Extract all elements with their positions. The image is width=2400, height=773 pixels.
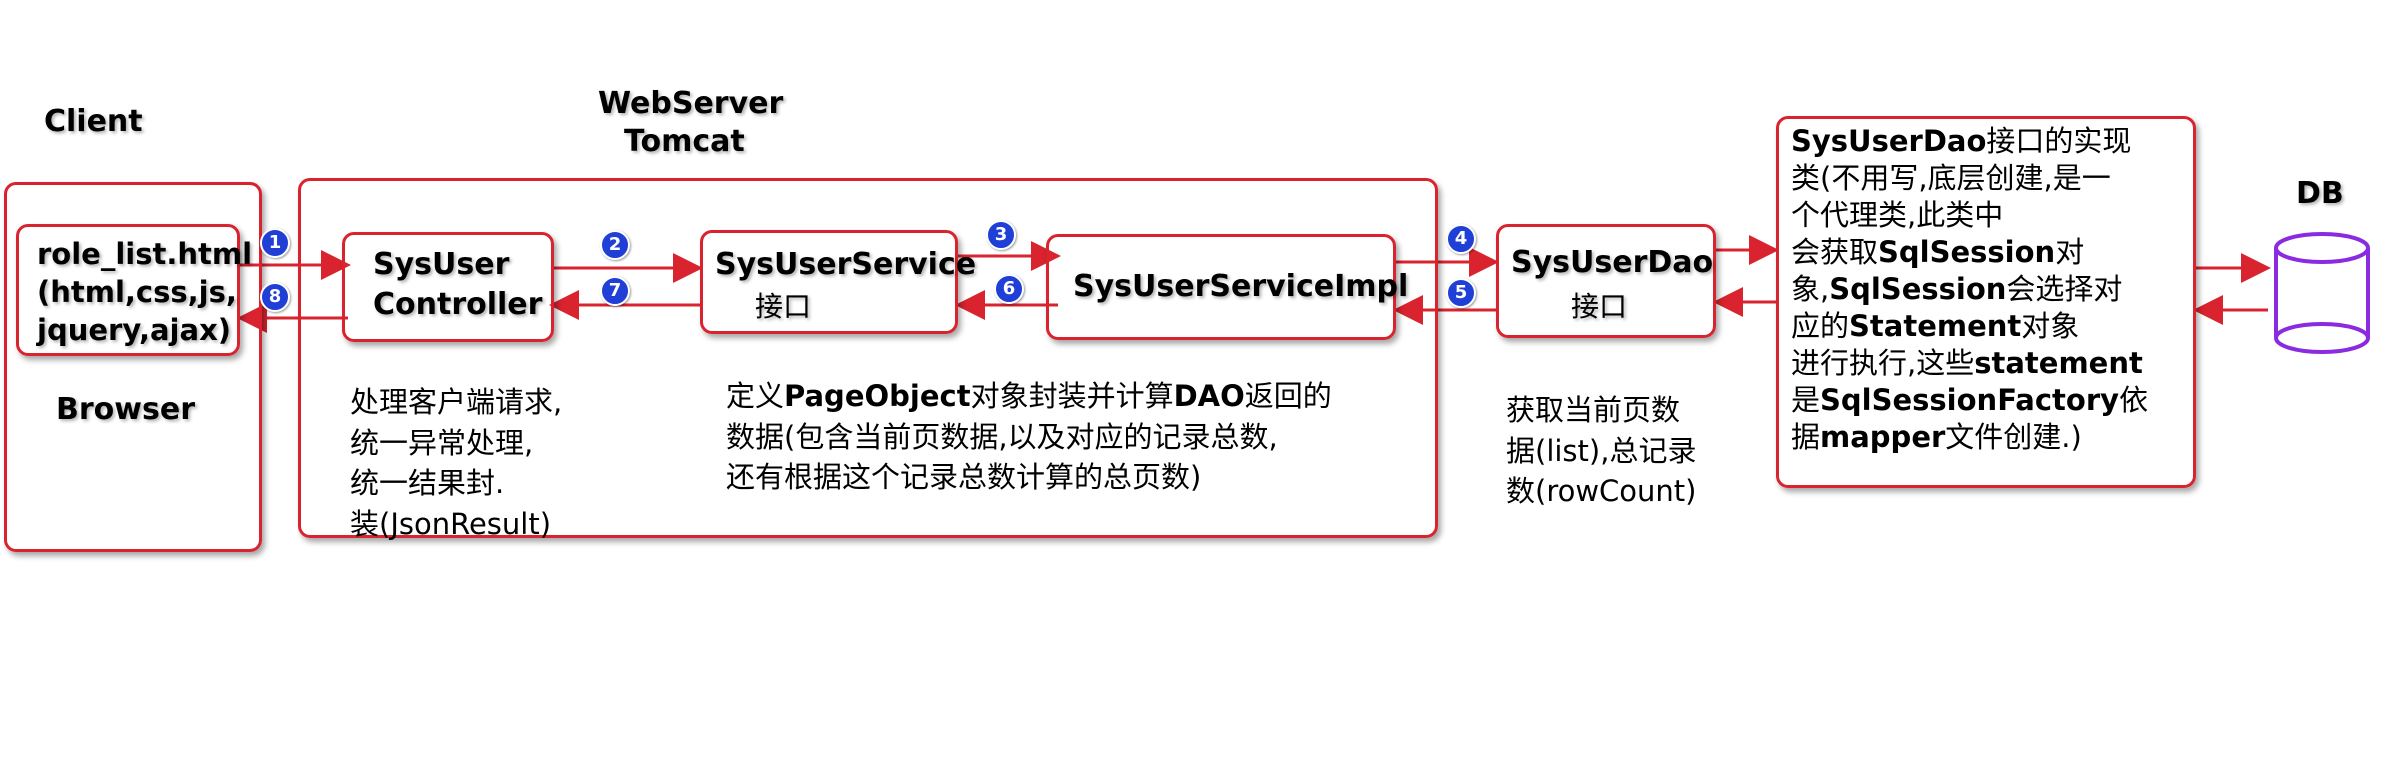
step-7-badge: 7 xyxy=(600,276,630,306)
controller-name-1: SysUser xyxy=(373,247,510,282)
client-title: Client xyxy=(44,104,143,139)
database-icon xyxy=(2274,232,2370,354)
service-impl-box: SysUserServiceImpl xyxy=(1046,234,1408,340)
step-3-badge: 3 xyxy=(986,220,1016,250)
webserver-container xyxy=(298,178,1438,538)
dao-box: SysUserDao 接口 xyxy=(1496,224,1716,338)
webserver-title: WebServer xyxy=(598,86,784,121)
dao-interface: 接口 xyxy=(1571,290,1628,323)
step-5-badge: 5 xyxy=(1446,278,1476,308)
step-8-badge: 8 xyxy=(260,282,290,312)
dao-impl-box: SysUserDao接口的实现 类(不用写,底层创建,是一 个代理类,此类中 会… xyxy=(1776,116,2196,488)
client-container xyxy=(4,182,262,552)
page-name: role_list.html xyxy=(37,237,253,271)
tomcat-title: Tomcat xyxy=(624,124,745,159)
service-interface: 接口 xyxy=(755,290,812,323)
controller-note: 处理客户端请求, 统一异常处理, 统一结果封. 装(JsonResult) xyxy=(350,385,563,541)
page-box: role_list.html (html,css,js, jquery,ajax… xyxy=(16,224,252,356)
step-2-badge: 2 xyxy=(600,230,630,260)
browser-label: Browser xyxy=(56,392,195,427)
db-label: DB xyxy=(2296,176,2344,211)
controller-name-2: Controller xyxy=(373,287,543,322)
controller-box: SysUser Controller xyxy=(342,232,554,342)
page-tech-2: jquery,ajax) xyxy=(37,313,232,347)
service-impl-name: SysUserServiceImpl xyxy=(1073,269,1409,304)
service-box: SysUserService 接口 xyxy=(700,230,976,334)
dao-name: SysUserDao xyxy=(1511,245,1714,280)
step-1-badge: 1 xyxy=(260,228,290,258)
page-tech-1: (html,css,js, xyxy=(37,275,237,309)
dao-note: 获取当前页数 据(list),总记录 数(rowCount) xyxy=(1506,393,1697,509)
step-6-badge: 6 xyxy=(994,274,1024,304)
service-name: SysUserService xyxy=(715,247,977,282)
step-4-badge: 4 xyxy=(1446,224,1476,254)
dao-impl-description: SysUserDao接口的实现 类(不用写,底层创建,是一 个代理类,此类中 会… xyxy=(1791,124,2149,454)
service-note: 定义PageObject对象封装并计算DAO返回的 数据(包含当前页数据,以及对… xyxy=(726,379,1332,495)
